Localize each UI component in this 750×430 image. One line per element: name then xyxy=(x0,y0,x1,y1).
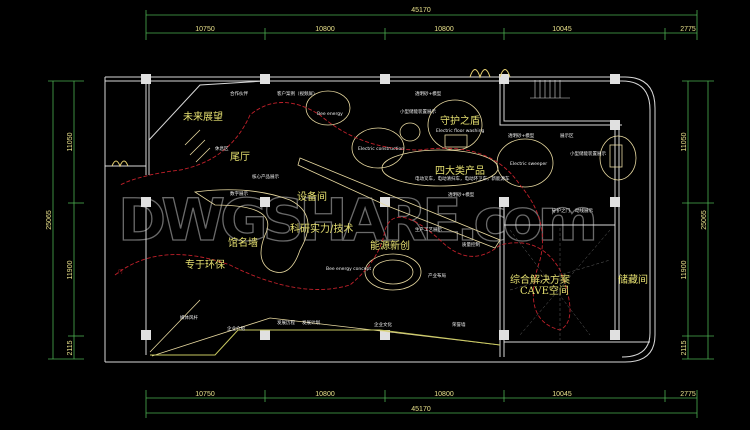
room-four-products: 四大类产品 xyxy=(435,164,485,177)
room-research: 科研实力/技术 xyxy=(290,222,353,235)
dim-bottom-3: 10800 xyxy=(434,391,454,398)
label-digital: 数字展示 xyxy=(230,190,248,197)
dim-left-2: 11900 xyxy=(67,260,74,279)
label-mini-storage: 小型储能装置展示 xyxy=(400,108,436,115)
dim-left-total: 25065 xyxy=(46,210,53,230)
room-future: 未来展望 xyxy=(183,110,223,123)
dim-left-3: 2115 xyxy=(67,340,74,355)
label-honor: 荣誉墙 xyxy=(452,321,466,328)
dim-bottom-4: 10045 xyxy=(552,391,572,398)
dim-top-5: 2775 xyxy=(680,26,696,33)
label-media: 媒体风杆 xyxy=(180,314,198,321)
dim-bottom-total: 45170 xyxy=(411,406,431,413)
dim-top-3: 10800 xyxy=(434,26,454,33)
label-history: 发展历程 xyxy=(277,319,295,326)
cave-projection-lines xyxy=(509,228,611,340)
dim-bottom-5: 2775 xyxy=(680,391,696,398)
label-floor-washing: Electric floor washing xyxy=(436,128,484,134)
watermark: DWGSHARE.com xyxy=(118,186,598,254)
room-eco: 专于环保 xyxy=(185,258,225,271)
label-quality: 质量控制 xyxy=(462,241,480,248)
dim-bottom-2: 10800 xyxy=(315,391,335,398)
dim-top-4: 10045 xyxy=(552,26,572,33)
room-name-wall: 馆名墙 xyxy=(228,236,258,249)
label-culture: 企业文化 xyxy=(374,321,392,328)
label-entry: 门 xyxy=(118,268,123,275)
label-cases: 客户案例（视频屏） xyxy=(277,90,318,97)
columns xyxy=(141,74,620,340)
dim-top-2: 10800 xyxy=(315,26,335,33)
room-cave: CAVE空间 xyxy=(520,284,569,297)
dimension-lines xyxy=(48,10,714,418)
dim-right-2: 11900 xyxy=(681,260,688,279)
exhibit-walls xyxy=(149,90,637,357)
dim-right-1: 11050 xyxy=(681,132,688,151)
label-process: 生产工艺展示 xyxy=(415,226,442,233)
label-intro: 企业介绍 xyxy=(227,325,245,332)
dim-right-3: 2115 xyxy=(681,340,688,355)
label-model-3: 透明砂+模型 xyxy=(448,191,475,198)
label-exhibit: 展示区 xyxy=(560,133,574,139)
label-partners: 合作伙伴 xyxy=(230,90,248,97)
walls xyxy=(104,76,656,363)
door-icons xyxy=(111,69,511,168)
label-mini-storage-2: 小型储能装置展示 xyxy=(570,150,606,157)
room-storage: 储藏间 xyxy=(618,273,648,286)
dim-left-1: 11050 xyxy=(67,132,74,151)
room-energy: 能源新创 xyxy=(370,239,410,252)
dim-top-1: 10750 xyxy=(195,26,215,33)
label-guard-gate: 守护之门 xyxy=(552,207,570,214)
dim-bottom-1: 10750 xyxy=(195,391,215,398)
label-vehicles: 电动叉车，电动清扫车，电动环卫车，新能源车 xyxy=(415,175,510,182)
label-bench: 休息区 xyxy=(215,145,229,152)
room-tail-hall: 尾厅 xyxy=(230,151,250,163)
dim-top-total: 45170 xyxy=(411,7,431,14)
label-core: 核心产品展示 xyxy=(252,173,279,180)
counter-wall xyxy=(150,329,501,356)
label-bee-energy: Bee energy xyxy=(317,111,343,117)
label-layout: 产业布局 xyxy=(428,272,446,279)
dim-right-total: 25065 xyxy=(701,210,708,230)
label-model-1: 透明砂+模型 xyxy=(415,90,442,97)
label-plan: 发展计划 xyxy=(302,319,320,326)
room-shield: 守护之盾 xyxy=(440,114,480,127)
label-bee-concept: Bee energy concept xyxy=(326,266,371,272)
label-model-2: 透明砂+模型 xyxy=(508,132,535,139)
room-equipment: 设备间 xyxy=(297,190,327,203)
room-solution: 综合解决方案 xyxy=(510,273,570,286)
label-sweeper: Electric sweeper xyxy=(510,161,547,167)
stairs xyxy=(530,80,570,99)
label-flow: 动线展示 xyxy=(575,207,593,214)
label-construction: Electric construction xyxy=(358,146,404,152)
